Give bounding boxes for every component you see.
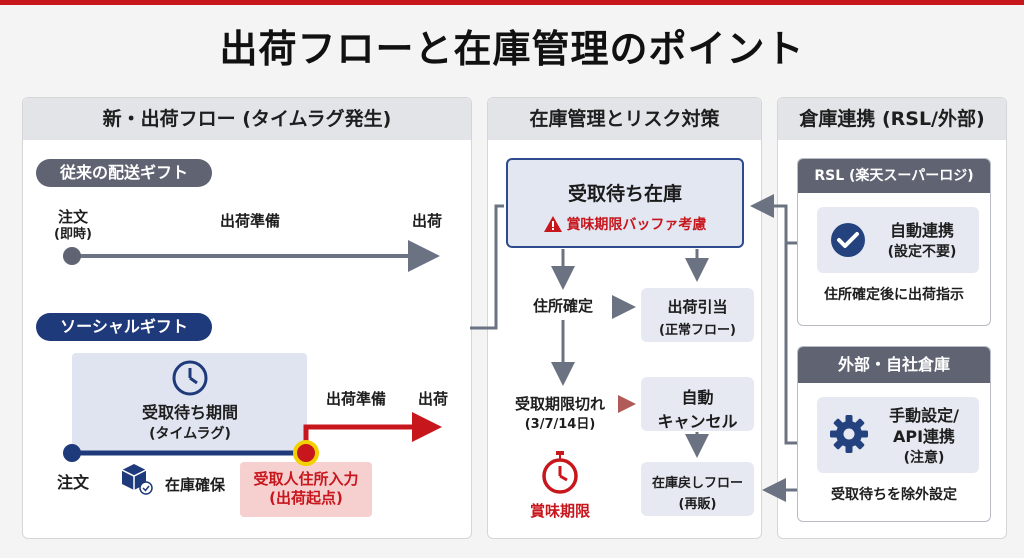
return-stock-line1: 在庫戻しフロー xyxy=(651,476,743,491)
address-input-marker xyxy=(293,440,319,466)
ship-alloc-sub: (正常フロー) xyxy=(659,323,736,338)
social-start-dot xyxy=(63,444,81,462)
wait-period-title: 受取待ち期間 xyxy=(141,403,238,422)
external-note: 受取待ちを除外設定 xyxy=(831,487,957,503)
stock-secure-label: 在庫確保 xyxy=(164,476,225,494)
middle-panel-heading: 在庫管理とリスク対策 xyxy=(488,98,761,140)
pending-stock-title: 受取待ち在庫 xyxy=(567,183,682,205)
external-manual-line3: (注意) xyxy=(903,450,945,466)
address-confirm-label: 住所確定 xyxy=(532,297,593,315)
right-to-stock-connector xyxy=(750,194,797,445)
traditional-ship-label: 出荷 xyxy=(411,212,442,230)
rsl-auto-line1: 自動連携 xyxy=(889,221,954,240)
traditional-order-label: 注文 (即時) xyxy=(40,208,106,244)
traditional-gift-tag: 従来の配送ギフト xyxy=(36,159,212,187)
top-accent-bar xyxy=(0,0,1024,5)
return-stock-box: 在庫戻しフロー (再販) xyxy=(641,462,754,516)
rsl-note: 住所確定後に出荷指示 xyxy=(824,287,964,303)
page-title: 出荷フローと在庫管理のポイント xyxy=(219,27,805,71)
right-panel-heading: 倉庫連携 (RSL/外部) xyxy=(778,98,1006,140)
social-gift-tag: ソーシャルギフト xyxy=(36,313,212,341)
rsl-auto-line2: (設定不要) xyxy=(887,244,957,260)
external-manual-line2: API連携 xyxy=(892,427,956,446)
expired-label: 受取期限切れ (3/7/14日) xyxy=(500,395,620,434)
shelf-life-label: 賞味期限 xyxy=(529,502,590,520)
auto-cancel-line2: キャンセル xyxy=(657,412,738,431)
social-order-label: 注文 xyxy=(56,473,89,492)
traditional-prep-label: 出荷準備 xyxy=(219,212,280,230)
expired-text: 受取期限切れ xyxy=(514,395,605,413)
shelf-life-warning: 賞味期限バッファ考慮 xyxy=(508,214,742,234)
expired-sub: (3/7/14日) xyxy=(524,417,596,432)
check-circle-icon xyxy=(829,221,867,259)
clock-icon xyxy=(172,360,208,396)
traditional-order-sub: (即時) xyxy=(54,227,92,242)
traditional-start-dot xyxy=(63,247,81,265)
ship-alloc-box: 出荷引当 (正常フロー) xyxy=(641,288,754,342)
left-panel-heading: 新・出荷フロー (タイムラグ発生) xyxy=(23,98,471,140)
warning-icon xyxy=(543,216,562,232)
return-stock-line2: (再販) xyxy=(678,497,717,512)
address-input-box: 受取人住所入力 (出荷起点) xyxy=(240,462,372,517)
shelf-life-warning-text: 賞味期限バッファ考慮 xyxy=(566,217,707,233)
rsl-card-header: RSL (楽天スーパーロジ) xyxy=(798,159,990,193)
social-prep-label: 出荷準備 xyxy=(325,390,386,408)
left-to-middle-connector xyxy=(470,204,504,330)
ship-alloc-title: 出荷引当 xyxy=(667,298,728,316)
wait-period-sub: (タイムラグ) xyxy=(149,426,231,442)
pending-stock-box: 受取待ち在庫 賞味期限バッファ考慮 xyxy=(506,158,744,248)
address-input-line2: (出荷起点) xyxy=(269,489,343,507)
traditional-order-text: 注文 xyxy=(57,208,88,226)
external-manual-line1: 手動設定/ xyxy=(889,406,959,425)
stopwatch-icon xyxy=(540,450,580,494)
gear-icon xyxy=(830,415,868,453)
auto-cancel-box: 自動 キャンセル xyxy=(641,377,754,431)
auto-cancel-line1: 自動 xyxy=(681,388,714,407)
external-card-header: 外部・自社倉庫 xyxy=(798,347,990,383)
social-ship-arrow xyxy=(303,412,442,453)
address-input-line1: 受取人住所入力 xyxy=(253,470,359,488)
stock-box-icon xyxy=(121,464,153,495)
social-ship-label: 出荷 xyxy=(417,390,448,408)
